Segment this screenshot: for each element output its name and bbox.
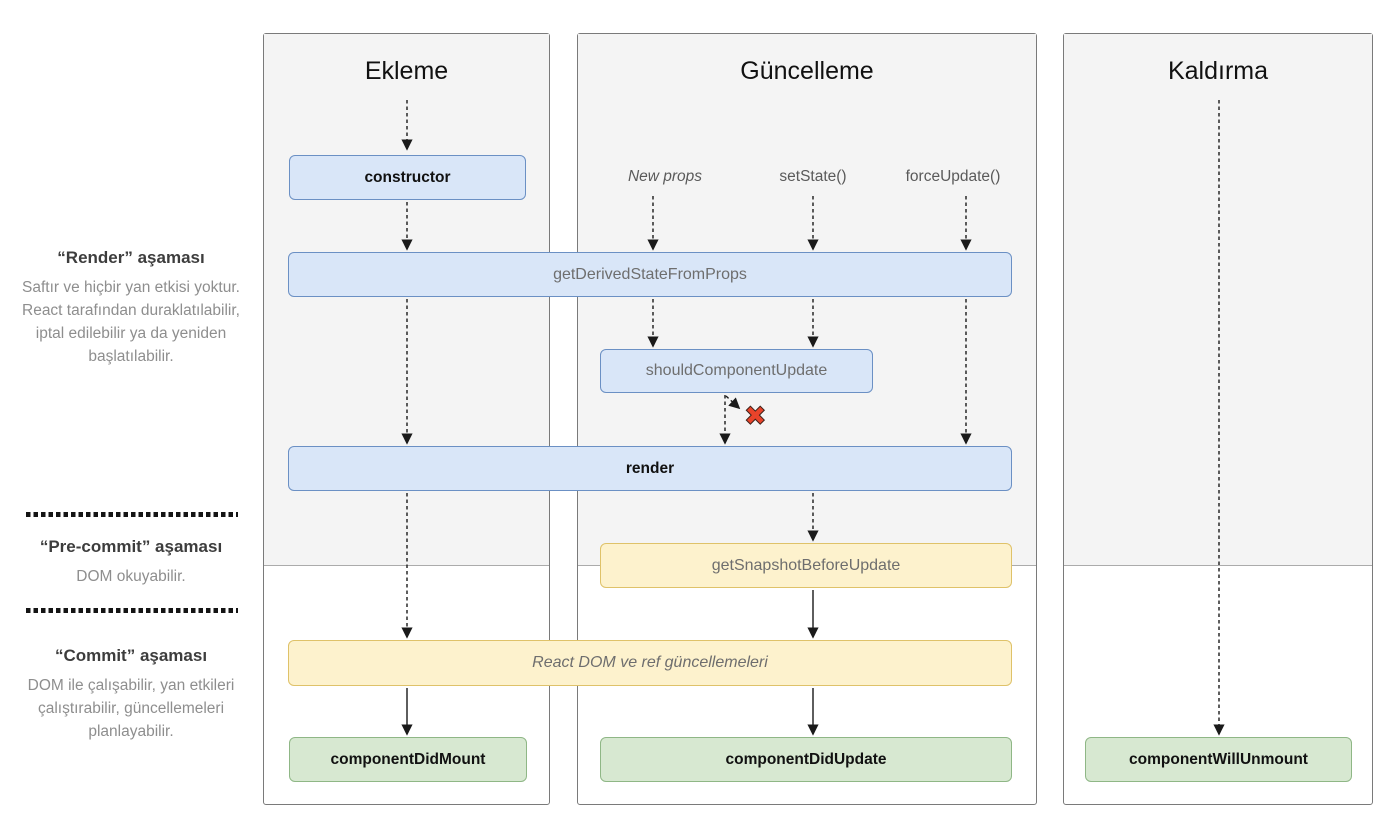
phase-precommit: “Pre-commit” aşaması DOM okuyabilir. [15, 536, 247, 588]
phase-precommit-title: “Pre-commit” aşaması [39, 537, 223, 556]
stop-x-icon: ✖ [744, 401, 768, 432]
should-component-update-box[interactable]: shouldComponentUpdate [600, 349, 873, 393]
column-mounting: Ekleme [263, 33, 550, 805]
phase-render: “Render” aşaması Saftır ve hiçbir yan et… [15, 247, 247, 368]
get-snapshot-before-update-box[interactable]: getSnapshotBeforeUpdate [600, 543, 1012, 588]
constructor-box[interactable]: constructor [289, 155, 526, 200]
phase-render-title: “Render” aşaması [57, 248, 205, 267]
get-derived-state-from-props-box[interactable]: getDerivedStateFromProps [288, 252, 1012, 297]
trigger-new-props: New props [627, 168, 703, 185]
render-phase-shade-unmounting [1064, 34, 1372, 566]
phase-commit-description: DOM ile çalışabilir, yan etkileri çalışt… [27, 677, 235, 740]
component-did-update-box[interactable]: componentDidUpdate [600, 737, 1012, 782]
phase-precommit-description: DOM okuyabilir. [76, 568, 186, 585]
phase-commit-title: “Commit” aşaması [54, 646, 208, 665]
column-unmounting-title: Kaldırma [1167, 57, 1269, 85]
component-did-mount-box[interactable]: componentDidMount [289, 737, 527, 782]
column-updating: Güncelleme [577, 33, 1037, 805]
phase-divider-bottom [26, 608, 238, 613]
phase-render-description: Saftır ve hiçbir yan etkisi yoktur. Reac… [22, 279, 240, 365]
render-box[interactable]: render [288, 446, 1012, 491]
column-unmounting: Kaldırma [1063, 33, 1373, 805]
trigger-force-update[interactable]: forceUpdate() [905, 168, 1001, 185]
column-updating-title: Güncelleme [740, 57, 874, 85]
phase-commit: “Commit” aşaması DOM ile çalışabilir, ya… [15, 645, 247, 743]
component-will-unmount-box[interactable]: componentWillUnmount [1085, 737, 1352, 782]
column-mounting-title: Ekleme [364, 57, 449, 85]
react-dom-updates-box: React DOM ve ref güncellemeleri [288, 640, 1012, 686]
trigger-set-state[interactable]: setState() [779, 168, 847, 185]
phase-divider-top [26, 512, 238, 517]
